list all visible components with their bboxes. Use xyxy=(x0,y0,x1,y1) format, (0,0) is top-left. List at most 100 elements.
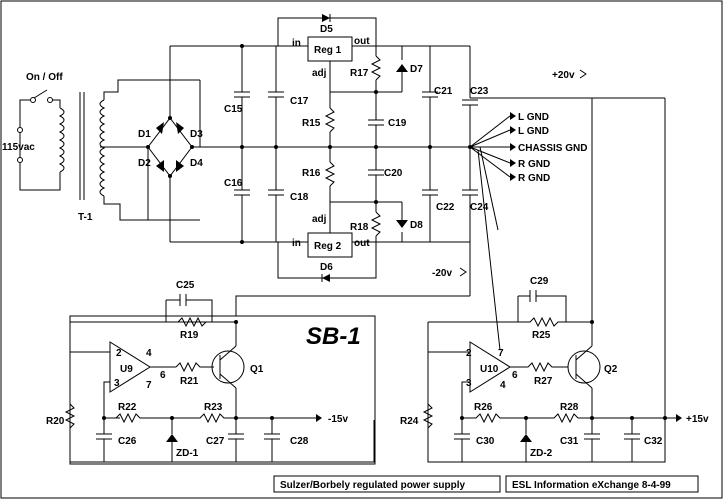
label-c17: C17 xyxy=(290,96,309,107)
resistor-r15 xyxy=(324,92,336,149)
cap-c23 xyxy=(462,99,478,147)
plus15-label: +15v xyxy=(686,414,709,425)
label-d3: D3 xyxy=(190,129,203,140)
labels: On / Off 115vac T-1 D1 D2 D3 D4 C15 C16 … xyxy=(2,24,709,459)
transistor-q2 xyxy=(567,350,601,384)
footer-left: Sulzer/Borbely regulated power supply xyxy=(280,480,465,491)
chassis-label: CHASSIS GND xyxy=(518,143,587,154)
label-d4: D4 xyxy=(190,158,203,169)
cap-c15 xyxy=(234,44,250,147)
rgnd1-label: R GND xyxy=(518,159,550,170)
resistor-r18 xyxy=(370,200,408,243)
reg1-label: Reg 1 xyxy=(314,45,342,56)
rgnd2-label: R GND xyxy=(518,173,550,184)
diagram-title: SB-1 xyxy=(306,323,361,350)
label-c21: C21 xyxy=(434,86,453,97)
label-c24: C24 xyxy=(470,202,489,213)
u10-pin3: 3 xyxy=(466,378,472,389)
diode-d8 xyxy=(396,220,408,228)
ground-star xyxy=(469,112,516,351)
label-r17: R17 xyxy=(350,68,369,79)
reg2-out: out xyxy=(354,238,370,249)
bridge-rectifier xyxy=(100,46,201,242)
label-c26: C26 xyxy=(118,436,137,447)
reg2-label: Reg 2 xyxy=(314,241,342,252)
u9-pin6: 6 xyxy=(160,370,166,381)
label-c15: C15 xyxy=(224,104,243,115)
regulator-right xyxy=(422,98,682,463)
footer: Sulzer/Borbely regulated power supply ES… xyxy=(273,475,699,493)
label-r24: R24 xyxy=(400,416,419,427)
cap-c22 xyxy=(422,145,438,242)
label-c18: C18 xyxy=(290,192,309,203)
zener-zd2 xyxy=(520,434,532,442)
diode-d5 xyxy=(322,14,330,22)
diode-d2 xyxy=(156,160,164,172)
label-c20: C20 xyxy=(384,168,403,179)
u10-pin7: 7 xyxy=(498,348,504,359)
rail-arrows xyxy=(235,69,666,420)
opamp-u10 xyxy=(469,341,511,393)
label-u9: U9 xyxy=(120,364,133,375)
label-c28: C28 xyxy=(290,436,309,447)
diode-d3 xyxy=(176,122,184,134)
regulator-reg2 xyxy=(277,202,377,282)
resistor-r16 xyxy=(324,147,402,203)
zener-zd1 xyxy=(166,434,178,442)
label-d8: D8 xyxy=(410,220,423,231)
label-r28: R28 xyxy=(560,402,579,413)
label-c25: C25 xyxy=(176,280,195,291)
label-c30: C30 xyxy=(476,436,495,447)
switch-label: On / Off xyxy=(26,72,63,83)
cap-c24 xyxy=(462,145,478,242)
label-r18: R18 xyxy=(350,222,369,233)
label-c16: C16 xyxy=(224,178,243,189)
u9-pin2: 2 xyxy=(116,348,122,359)
label-c31: C31 xyxy=(560,436,579,447)
label-c27: C27 xyxy=(206,436,225,447)
reg1-in: in xyxy=(292,38,301,49)
label-q2: Q2 xyxy=(604,364,618,375)
reg2-in: in xyxy=(292,238,301,249)
mains-label: 115vac xyxy=(2,142,35,153)
u9-pin4: 4 xyxy=(146,348,152,359)
diode-d1 xyxy=(156,122,164,134)
cap-c18 xyxy=(268,147,284,242)
opamp-u9 xyxy=(109,341,151,393)
regulator-left xyxy=(64,294,376,465)
label-c29: C29 xyxy=(530,276,549,287)
diode-d7 xyxy=(396,64,408,72)
rails xyxy=(170,45,590,296)
label-c32: C32 xyxy=(644,436,663,447)
plus20-label: +20v xyxy=(552,70,575,81)
label-d6: D6 xyxy=(320,262,333,273)
cap-c17 xyxy=(268,46,284,149)
label-zd2: ZD-2 xyxy=(530,448,553,459)
label-r23: R23 xyxy=(204,402,223,413)
reg1-out: out xyxy=(354,36,370,47)
label-d5: D5 xyxy=(320,24,333,35)
footer-right-box xyxy=(505,475,699,493)
lgnd1-label: L GND xyxy=(518,112,549,123)
label-r26: R26 xyxy=(474,402,493,413)
u9-pin7: 7 xyxy=(146,380,152,391)
label-zd1: ZD-1 xyxy=(176,448,199,459)
label-q1: Q1 xyxy=(250,364,264,375)
cap-c20 xyxy=(368,145,384,202)
label-r22: R22 xyxy=(118,402,137,413)
label-u10: U10 xyxy=(480,364,499,375)
footer-right: ESL Information eXchange 8-4-99 xyxy=(512,480,671,491)
label-c22: C22 xyxy=(436,202,455,213)
cap-c21 xyxy=(422,46,438,147)
label-r15: R15 xyxy=(302,118,321,129)
u10-pin6: 6 xyxy=(512,370,518,381)
resistor-r17 xyxy=(330,45,408,94)
u10-pin2: 2 xyxy=(466,348,472,359)
label-d2: D2 xyxy=(138,158,151,169)
u10-pin4: 4 xyxy=(500,380,506,391)
label-c23: C23 xyxy=(470,86,489,97)
mains-input xyxy=(17,89,61,191)
transformer-label: T-1 xyxy=(78,212,93,223)
